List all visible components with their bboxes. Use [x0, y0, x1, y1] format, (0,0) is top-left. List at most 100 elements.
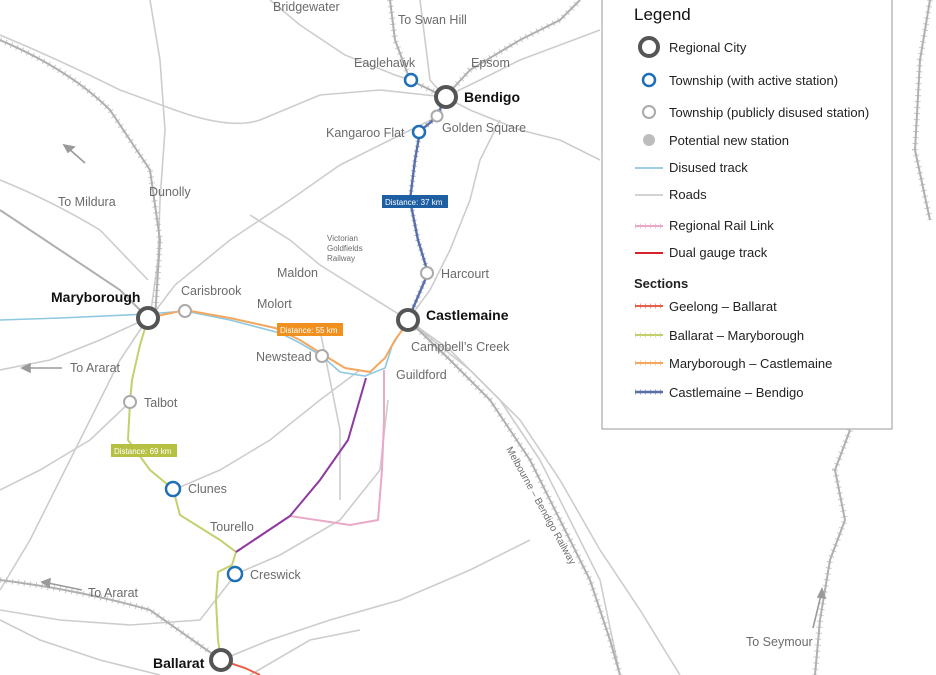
- road: [0, 34, 446, 125]
- arrow-icon: [47, 582, 83, 591]
- road: [0, 317, 149, 371]
- town-label: Creswick: [250, 568, 301, 582]
- legend-section-label: Maryborough – Castlemaine: [669, 356, 832, 371]
- legend-item-label: Township (publicly disused station): [669, 105, 869, 120]
- road: [149, 0, 166, 319]
- legend-item-label: Dual gauge track: [669, 245, 768, 260]
- purple-line: [235, 377, 367, 553]
- railway-line: [0, 39, 162, 319]
- road: [149, 116, 438, 319]
- town-label: Carisbrook: [181, 284, 242, 298]
- town-label: To Seymour: [746, 635, 813, 649]
- legend-sections-title: Sections: [634, 276, 688, 291]
- town-label: To Ararat: [70, 361, 121, 375]
- roads: [0, 0, 821, 675]
- city-label: Maryborough: [51, 289, 140, 305]
- legend-item-label: Regional City: [669, 40, 747, 55]
- road: [407, 319, 621, 675]
- railway-name-label: Railway: [327, 254, 355, 263]
- town-label: Harcourt: [441, 267, 489, 281]
- road: [0, 317, 149, 591]
- active-station-icon: [403, 72, 419, 88]
- road: [419, 0, 446, 98]
- disused-station-icon: [642, 105, 656, 119]
- town-label: To Mildura: [58, 195, 116, 209]
- disused-station-icon: [178, 304, 192, 318]
- town-label: Epsom: [471, 56, 510, 70]
- railway-line: [814, 429, 851, 675]
- direction-arrows: [20, 143, 827, 629]
- active-station-icon: [641, 72, 657, 88]
- town-label: Eaglehawk: [354, 56, 416, 70]
- disused-station-icon: [315, 349, 329, 363]
- arrow-icon: [812, 594, 822, 629]
- town-label: Guildford: [396, 368, 447, 382]
- city-label: Bendigo: [464, 89, 520, 105]
- railway-line: [0, 209, 149, 319]
- road: [407, 119, 501, 321]
- town-label: Molort: [257, 297, 292, 311]
- railway-name-label: Goldfields: [327, 244, 363, 253]
- disused-track: [0, 310, 409, 377]
- road: [444, 29, 601, 98]
- legend-item-label: Potential new station: [669, 133, 789, 148]
- town-label: Talbot: [144, 396, 178, 410]
- legend-item-label: Disused track: [669, 160, 748, 175]
- town-label: Newstead: [256, 350, 312, 364]
- legend-box: [601, 0, 893, 430]
- town-label: To Swan Hill: [398, 13, 467, 27]
- city-label: Castlemaine: [426, 307, 509, 323]
- railway-name-label: Victorian: [327, 234, 358, 243]
- active-station-icon: [226, 565, 244, 583]
- town-label: Kangaroo Flat: [326, 126, 405, 140]
- road: [235, 399, 389, 575]
- town-label: Clunes: [188, 482, 227, 496]
- distance-labels: Distance: 37 km Distance: 55 km Distance…: [111, 195, 448, 457]
- road: [249, 629, 361, 675]
- regional-city-icon: [209, 648, 233, 672]
- arrow-head-icon: [816, 586, 827, 599]
- legend-section-label: Geelong – Ballarat: [669, 299, 777, 314]
- legend-title: Legend: [634, 5, 691, 24]
- road: [0, 401, 131, 491]
- road: [0, 619, 161, 675]
- arrow-head-icon: [62, 143, 76, 154]
- potential-station-icon: [643, 134, 655, 146]
- road: [444, 96, 601, 161]
- distance-label: Distance: 55 km: [280, 326, 338, 335]
- legend-item-label: Roads: [669, 187, 707, 202]
- town-label: To Ararat: [88, 586, 139, 600]
- road: [0, 179, 149, 281]
- town-label: Golden Square: [442, 121, 526, 135]
- road: [249, 214, 409, 321]
- arrow-head-icon: [40, 577, 51, 589]
- stations: [123, 72, 458, 672]
- active-station-icon: [164, 480, 182, 498]
- town-label: Campbell’s Creek: [411, 340, 510, 354]
- road: [220, 539, 531, 661]
- legend-item-label: Regional Rail Link: [669, 218, 774, 233]
- town-label: Bridgewater: [273, 0, 340, 14]
- active-station-icon: [411, 124, 427, 140]
- arrow-head-icon: [20, 362, 31, 374]
- distance-label: Distance: 69 km: [114, 447, 172, 456]
- railway-line: [913, 0, 931, 221]
- town-label: Maldon: [277, 266, 318, 280]
- town-label: Dunolly: [149, 185, 191, 199]
- regional-city-icon: [136, 306, 160, 330]
- railway-line: [407, 319, 621, 675]
- disused-station-icon: [430, 109, 444, 123]
- distance-badge: [277, 323, 343, 336]
- distance-label: Distance: 37 km: [385, 198, 443, 207]
- distance-badge: [111, 444, 177, 457]
- road: [0, 573, 237, 626]
- city-label: Ballarat: [153, 655, 205, 671]
- town-label: Tourello: [210, 520, 254, 534]
- disused-station-icon: [420, 266, 434, 280]
- regional-city-icon: [638, 36, 660, 58]
- legend-section-label: Ballarat – Maryborough: [669, 328, 804, 343]
- regional-rail-link: [235, 370, 385, 553]
- legend-section-label: Castlemaine – Bendigo: [669, 385, 803, 400]
